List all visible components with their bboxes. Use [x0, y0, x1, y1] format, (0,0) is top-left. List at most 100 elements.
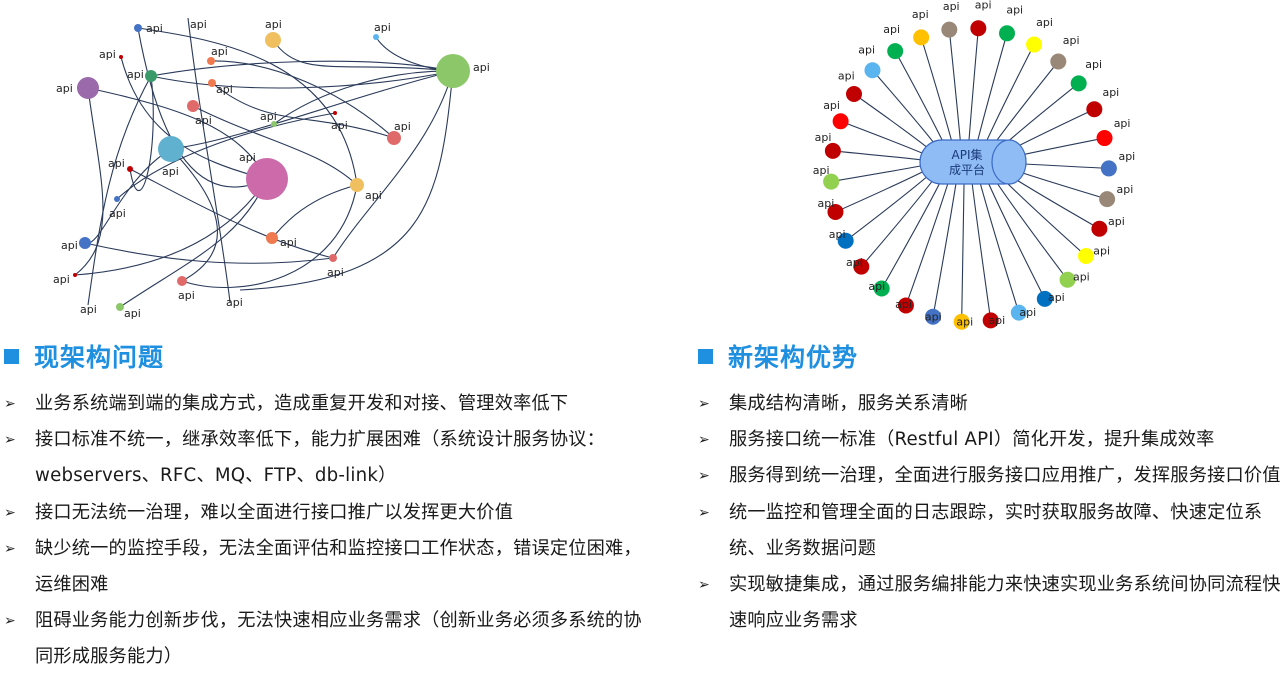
- connector-line: [192, 105, 358, 186]
- connector-line: [271, 184, 358, 239]
- connector-line: [84, 148, 172, 244]
- hub-label: API集: [952, 147, 983, 162]
- api-label: api: [1117, 183, 1134, 196]
- arrow-bullet-icon: ➢: [4, 432, 16, 449]
- connector-line: [116, 112, 336, 200]
- api-label: api: [1019, 306, 1036, 319]
- list-item-text: 缺少统一的监控手段，无法全面评估和监控接口工作状态，错误定位困难，运维困难: [35, 537, 642, 596]
- api-label: api: [975, 0, 992, 11]
- api-label: api: [829, 228, 846, 241]
- square-bullet-icon: [698, 348, 713, 364]
- api-label: api: [838, 69, 855, 82]
- service-node: [208, 79, 216, 87]
- service-node: [837, 232, 854, 249]
- connector-line: [119, 178, 268, 308]
- service-node: [887, 43, 904, 60]
- connector-line: [84, 242, 334, 264]
- api-label: api: [846, 256, 863, 269]
- service-node: [864, 62, 881, 79]
- service-node: [1026, 36, 1043, 53]
- arrow-bullet-icon: ➢: [698, 577, 710, 594]
- list-item: ➢阻碍业务能力创新步伐，无法快速相应业务需求（创新业务必须多系统的协同形成服务能…: [4, 603, 644, 675]
- service-node: [970, 20, 987, 37]
- service-node: [329, 254, 337, 262]
- api-label: api: [1102, 86, 1119, 99]
- service-node: [350, 178, 364, 192]
- list-item: ➢服务得到统一治理，全面进行服务接口应用推广，发挥服务接口价值: [698, 458, 1283, 494]
- service-node: [333, 111, 337, 115]
- list-item: ➢ 服务接口统一标准（Restful API）简化开发，提升集成效率: [698, 422, 1283, 458]
- api-label: api: [146, 22, 163, 35]
- connector-line: [211, 82, 395, 139]
- arrow-bullet-icon: ➢: [698, 432, 710, 449]
- list-item-text: 服务得到统一治理，全面进行服务接口应用推广，发挥服务接口价值: [729, 465, 1281, 487]
- api-label: api: [1036, 16, 1053, 29]
- api-label: api: [868, 280, 885, 293]
- connector-line: [150, 60, 454, 77]
- service-node: [134, 24, 142, 32]
- api-label: api: [858, 44, 875, 57]
- list-item-text: 业务系统端到端的集成方式，造成重复开发和对接、管理效率低下: [35, 393, 569, 414]
- connector-line: [170, 148, 218, 282]
- old-architecture-list: ➢ 业务系统端到端的集成方式，造成重复开发和对接、管理效率低下 ➢接口标准不统一，…: [4, 386, 644, 676]
- connector-line: [129, 75, 154, 192]
- spoke-line: [932, 161, 960, 317]
- list-item-text: 服务接口统一标准（Restful API）简化开发，提升集成效率: [729, 429, 1215, 451]
- connector-line: [273, 70, 454, 125]
- list-item-text: 实现敏捷集成，通过服务编排能力来快速实现业务系统间协同流程快速响应业务需求: [729, 574, 1281, 632]
- service-node: [853, 258, 870, 275]
- service-node: [77, 77, 99, 99]
- service-node: [79, 237, 91, 249]
- new-architecture-section: 新架构优势 ➢ 集成结构清晰，服务关系清晰 ➢ 服务接口统一标准（Restful A…: [698, 336, 1283, 639]
- api-label: api: [260, 110, 277, 123]
- service-node: [207, 57, 215, 65]
- list-item: ➢ 实现敏捷集成，通过服务编排能力来快速实现业务系统间协同流程快速响应业务需求: [698, 567, 1283, 639]
- api-label: api: [265, 18, 282, 31]
- list-item: ➢缺少统一的监控手段，无法全面评估和监控接口工作状态，错误定位困难，运维困难: [4, 531, 644, 603]
- api-label: api: [109, 207, 126, 220]
- new-architecture-title: 新架构优势: [728, 343, 859, 372]
- api-label: api: [394, 120, 411, 133]
- api-label: api: [1085, 58, 1102, 71]
- api-label: api: [331, 119, 348, 132]
- api-label: api: [1073, 270, 1090, 283]
- arrow-bullet-icon: ➢: [4, 396, 16, 412]
- list-item-text: 阻碍业务能力创新步伐，无法快速相应业务需求（创新业务必须多系统的协同形成服务能力…: [35, 610, 642, 668]
- service-node: [999, 25, 1016, 42]
- api-label: api: [124, 307, 141, 320]
- service-node: [73, 273, 77, 277]
- api-label: api: [883, 23, 900, 36]
- list-item: ➢接口无法统一治理，难以全面进行接口推广以发挥更大价值: [4, 495, 644, 531]
- service-node: [1050, 53, 1067, 70]
- service-node: [1086, 101, 1103, 118]
- service-node: [265, 32, 281, 48]
- connector-line: [187, 17, 231, 303]
- api-label: api: [1063, 34, 1080, 47]
- api-label: api: [818, 197, 835, 210]
- service-node: [116, 303, 124, 311]
- service-node: [1096, 130, 1113, 147]
- api-label: api: [127, 68, 144, 81]
- api-label: api: [280, 236, 297, 249]
- service-node: [271, 121, 277, 127]
- list-item-text: 集成结构清晰，服务关系清晰: [729, 393, 969, 414]
- api-label: api: [327, 266, 344, 279]
- list-item: ➢接口标准不统一，继承效率低下，能力扩展困难（系统设计服务协议：webserve…: [4, 422, 644, 494]
- service-node: [924, 308, 941, 325]
- service-node: [387, 131, 401, 145]
- new-architecture-header: 新架构优势: [698, 336, 1283, 376]
- connector-line: [150, 70, 454, 89]
- api-label: api: [943, 0, 960, 13]
- service-node: [246, 158, 288, 200]
- api-label: api: [912, 8, 929, 21]
- service-node: [1059, 271, 1076, 288]
- service-node: [873, 280, 890, 297]
- service-node: [1036, 290, 1053, 307]
- old-architecture-title: 现架构问题: [34, 343, 165, 372]
- service-node: [982, 312, 999, 329]
- connector-line: [74, 178, 268, 276]
- api-label: api: [211, 45, 228, 58]
- service-node: [953, 313, 970, 330]
- service-node: [897, 297, 914, 314]
